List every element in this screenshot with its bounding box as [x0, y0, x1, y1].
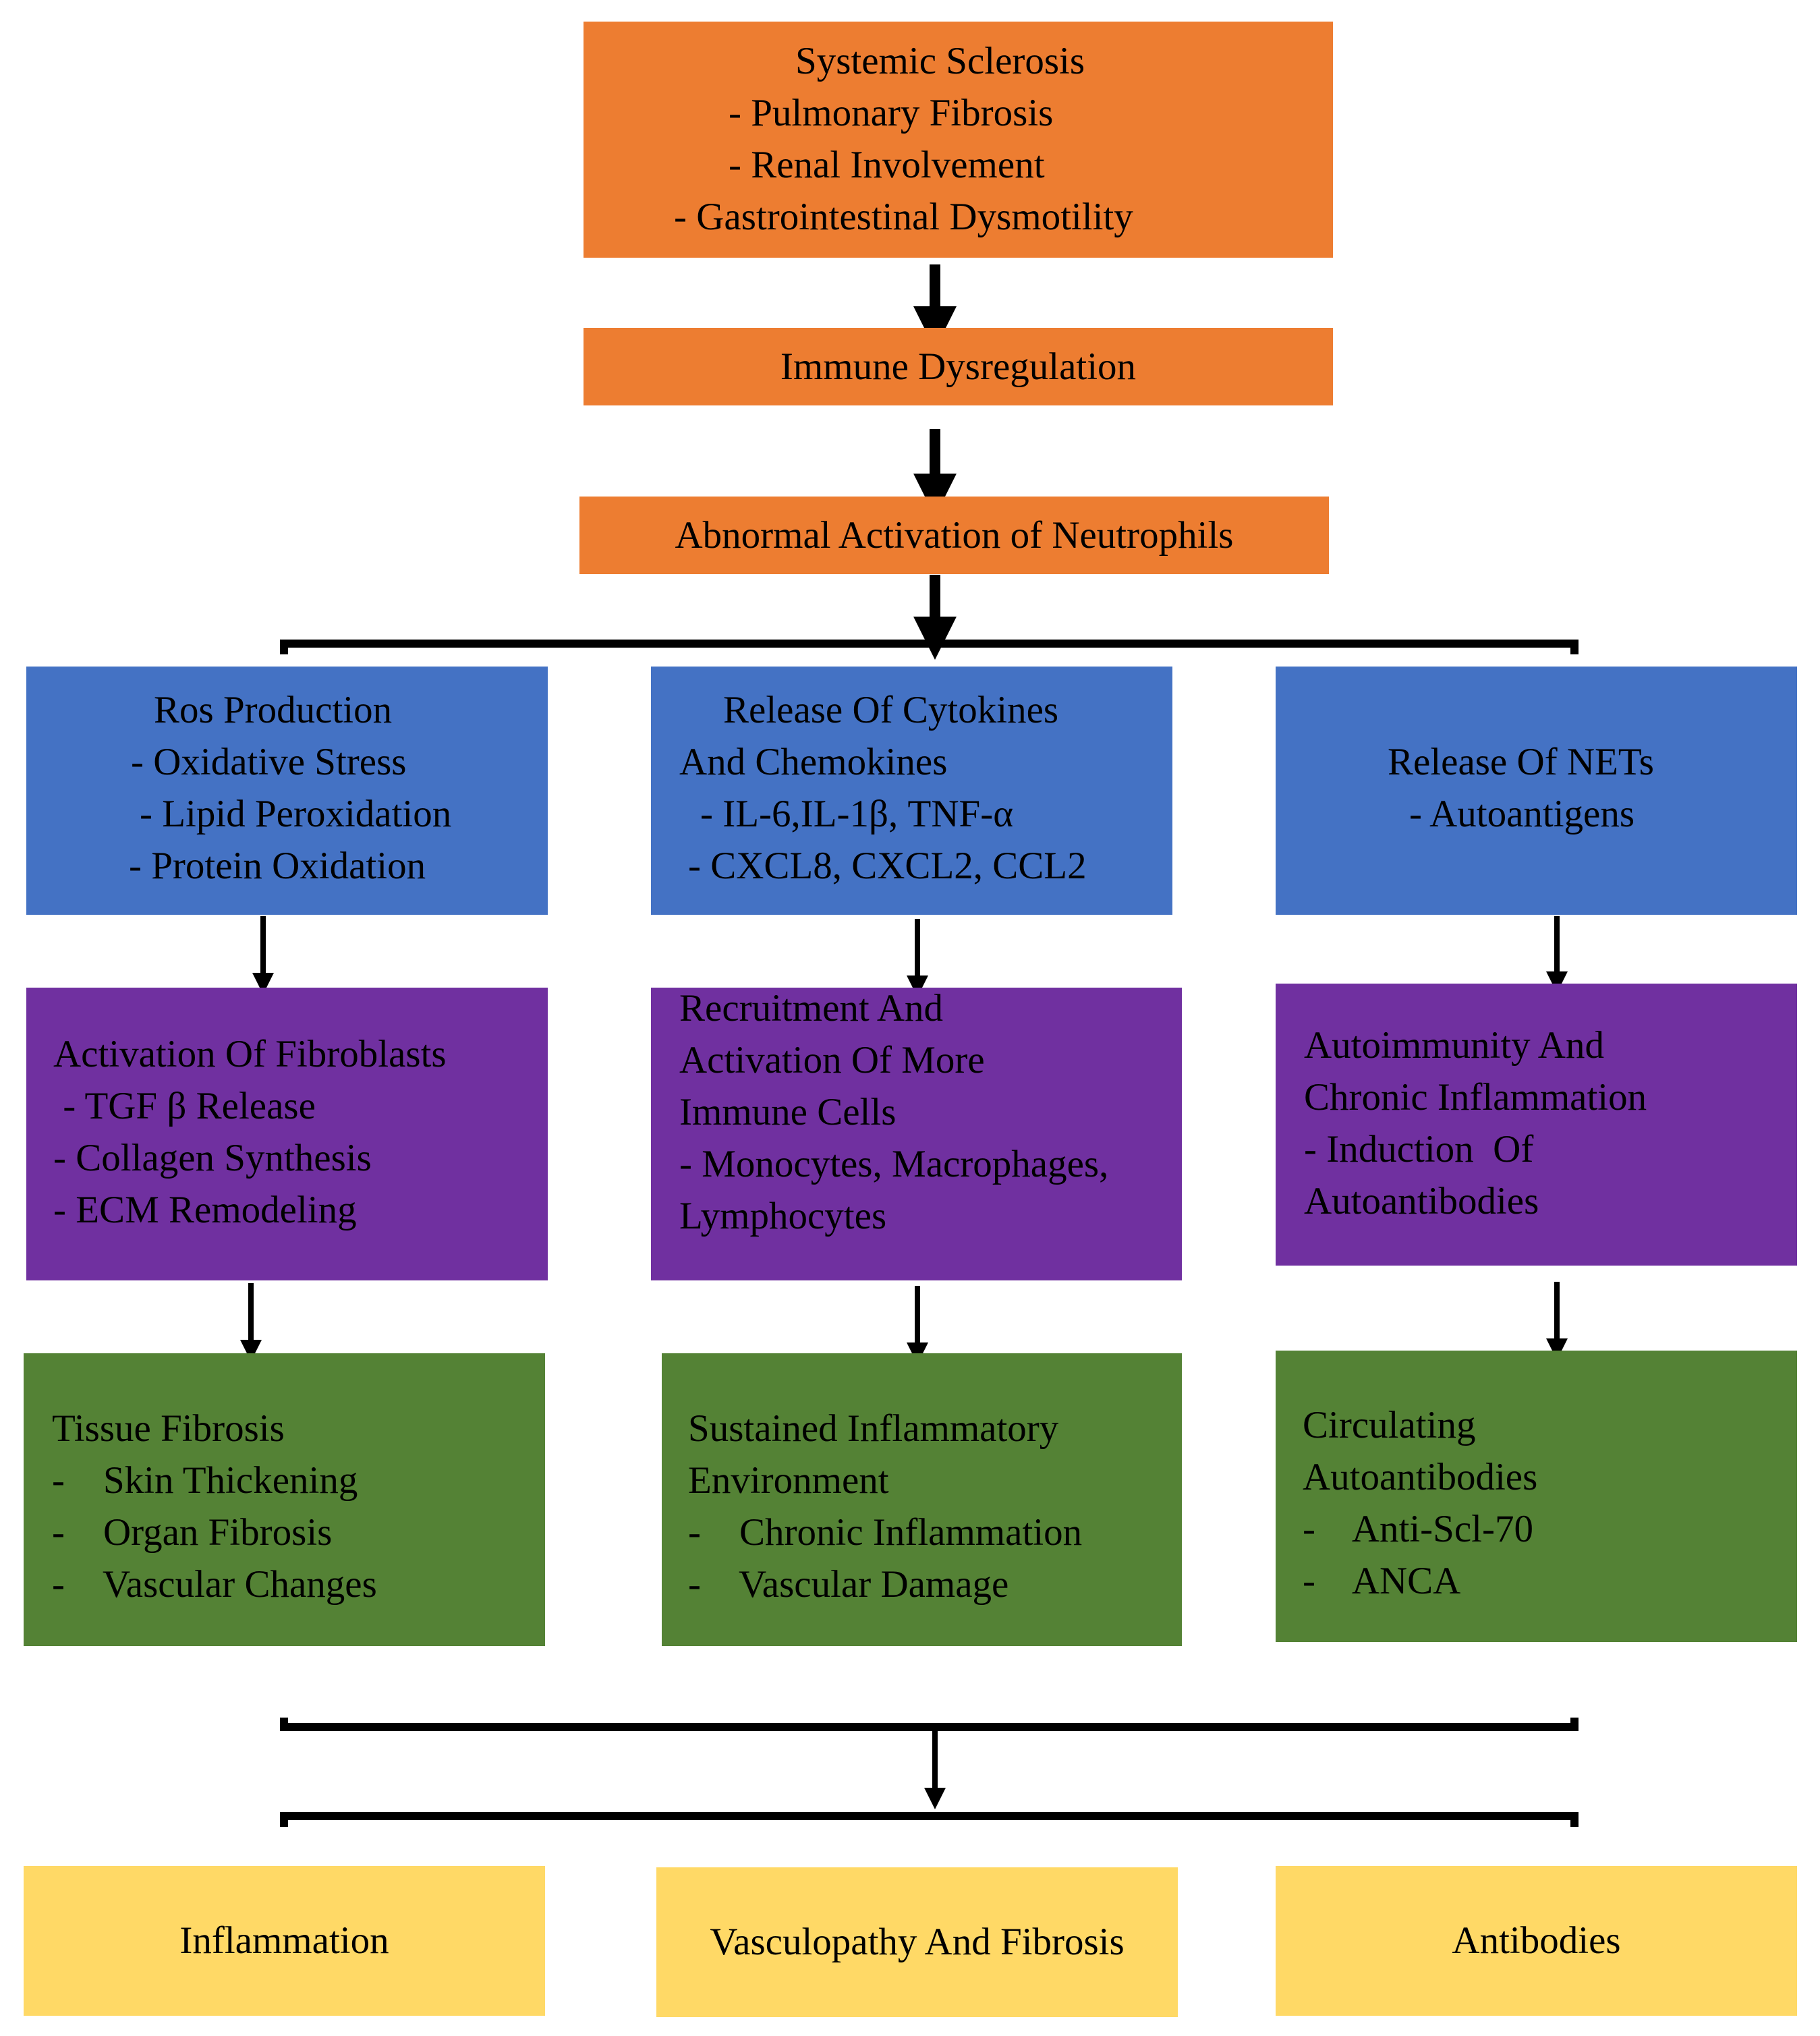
fibroblasts-line: Activation Of Fibroblasts: [53, 1033, 447, 1075]
ros-item: - Lipid Peroxidation: [140, 793, 452, 835]
sustained-title-line: Environment: [688, 1459, 889, 1502]
autoimmunity-line: Chronic Inflammation: [1304, 1076, 1647, 1119]
cytokines-line: - CXCL8, CXCL2, CCL2: [688, 845, 1087, 887]
recruitment-box: Recruitment And Activation Of More Immun…: [651, 987, 1182, 1280]
systemic-item: - Gastrointestinal Dysmotility: [674, 196, 1133, 238]
recruitment-line: Immune Cells: [679, 1091, 897, 1133]
sustained-item: - Chronic Inflammation: [688, 1511, 1083, 1554]
autoimmunity-line: Autoantibodies: [1304, 1180, 1539, 1222]
systemic-sclerosis-box: Systemic Sclerosis - Pulmonary Fibrosis …: [584, 22, 1333, 258]
branch-bracket-top: [280, 640, 1579, 654]
tissue-item: - Vascular Changes: [52, 1563, 377, 1606]
outcome-inflammation-box: Inflammation: [24, 1866, 545, 2016]
fibroblasts-line: - Collagen Synthesis: [53, 1137, 372, 1179]
cytokines-box: Release Of Cytokines And Chemokines - IL…: [651, 667, 1172, 915]
circulating-title-line: Autoantibodies: [1303, 1456, 1538, 1498]
nets-title: Release Of NETs: [1388, 741, 1654, 783]
recruitment-line: Recruitment And: [679, 987, 944, 1029]
autoimmunity-box: Autoimmunity And Chronic Inflammation - …: [1276, 984, 1797, 1266]
circulating-autoantibodies-box: Circulating Autoantibodies - Anti-Scl-70…: [1276, 1351, 1797, 1642]
tissue-fibrosis-title: Tissue Fibrosis: [52, 1407, 285, 1450]
nets-box: Release Of NETs - Autoantigens: [1276, 667, 1797, 915]
systemic-item: - Pulmonary Fibrosis: [729, 92, 1054, 134]
tissue-item: - Organ Fibrosis: [52, 1511, 333, 1554]
recruitment-line: Activation Of More: [679, 1039, 985, 1081]
autoimmunity-line: - Induction Of: [1304, 1128, 1534, 1170]
nets-item: - Autoantigens: [1409, 793, 1635, 835]
recruitment-line: - Monocytes, Macrophages,: [679, 1143, 1109, 1185]
outcome-bracket: [280, 1812, 1579, 1827]
outcome-vasculopathy-box: Vasculopathy And Fibrosis: [656, 1867, 1178, 2017]
recruitment-line: Lymphocytes: [679, 1195, 887, 1237]
ros-production-box: Ros Production - Oxidative Stress - Lipi…: [26, 667, 548, 915]
outcome-vasculopathy-label: Vasculopathy And Fibrosis: [710, 1921, 1125, 1963]
tissue-fibrosis-box: Tissue Fibrosis - Skin Thickening - Orga…: [24, 1353, 545, 1646]
ros-production-title: Ros Production: [154, 689, 393, 731]
immune-dysregulation-box: Immune Dysregulation: [584, 328, 1333, 405]
immune-dysregulation-label: Immune Dysregulation: [780, 345, 1137, 388]
neutrophil-activation-box: Abnormal Activation of Neutrophils: [579, 497, 1329, 574]
tissue-item: - Skin Thickening: [52, 1459, 358, 1502]
sustained-inflammation-box: Sustained Inflammatory Environment - Chr…: [662, 1353, 1182, 1646]
outcome-inflammation-label: Inflammation: [179, 1919, 389, 1962]
systemic-item: - Renal Involvement: [729, 144, 1045, 186]
cytokines-line: - IL-6,IL-1β, TNF-α: [700, 793, 1014, 835]
circulating-item: - ANCA: [1303, 1560, 1461, 1602]
outcome-antibodies-label: Antibodies: [1452, 1919, 1621, 1962]
sustained-title-line: Sustained Inflammatory: [688, 1407, 1059, 1450]
outcome-antibodies-box: Antibodies: [1276, 1866, 1797, 2016]
merge-bracket: [280, 1718, 1579, 1731]
sustained-item: - Vascular Damage: [688, 1563, 1009, 1606]
ros-item: - Protein Oxidation: [129, 845, 426, 887]
systemic-sclerosis-title: Systemic Sclerosis: [795, 40, 1085, 82]
fibroblasts-box: Activation Of Fibroblasts - TGF β Releas…: [26, 988, 548, 1280]
cytokines-line: Release Of Cytokines: [723, 689, 1059, 731]
fibroblasts-line: - TGF β Release: [53, 1085, 316, 1127]
ros-item: - Oxidative Stress: [131, 741, 407, 783]
circulating-title-line: Circulating: [1303, 1404, 1476, 1446]
circulating-item: - Anti-Scl-70: [1303, 1508, 1533, 1550]
autoimmunity-line: Autoimmunity And: [1304, 1024, 1604, 1067]
fibroblasts-line: - ECM Remodeling: [53, 1189, 357, 1231]
cytokines-line: And Chemokines: [679, 741, 948, 783]
neutrophil-activation-label: Abnormal Activation of Neutrophils: [675, 514, 1234, 557]
